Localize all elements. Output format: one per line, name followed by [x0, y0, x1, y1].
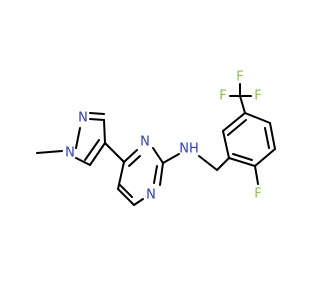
bond-methyl — [36, 150, 63, 154]
bond-pyrimidine-c2-n1-double — [153, 165, 158, 184]
bond-pyrimidine-n1-c6 — [133, 198, 144, 206]
bond-pyrimidine-c5-c4 — [117, 161, 125, 190]
bond-pyrimidine-c6-c5 — [117, 188, 135, 206]
bond-benzene-3-4 — [244, 112, 271, 124]
atom-n-pyrimidine-1: N — [146, 188, 156, 203]
atom-f-cf3-left: F — [219, 89, 226, 104]
bond-pyrazole-c4-c5-double — [84, 139, 100, 161]
bond-pyrazole-pyrimidine — [104, 142, 125, 163]
bond-pyrimidine-c4-n3-double — [128, 155, 141, 167]
bond-aryl-cf3 — [239, 95, 246, 114]
bond-pyrimidine-c4-n3 — [123, 149, 138, 163]
bond-pyrazole-c3-c4 — [103, 119, 106, 144]
bond-pyrazole-n2-c3 — [89, 118, 105, 121]
bonds — [36, 83, 276, 206]
bond-pyrazole-n1-n2 — [75, 127, 81, 149]
bond-pyrimidine-c6-c5-double — [119, 184, 133, 198]
bond-benzene-4-5 — [269, 122, 276, 150]
bond-pyrazole-n2-c3-double — [89, 112, 105, 115]
atom-f-cf3-top: F — [236, 70, 243, 85]
bond-benzene-1-2 — [222, 130, 230, 159]
bond-benzene-5-6 — [254, 148, 276, 167]
molecule-structure-diagram: N N N N NH F F F F — [36, 70, 276, 206]
bond-benzene-2-3-double — [227, 119, 247, 136]
bond-nh-ch2 — [198, 155, 218, 171]
bond-pyrazole-c4-c5 — [89, 142, 106, 166]
atom-n-pyrazole: N — [78, 111, 88, 126]
bond-pyrazole-c5-n1 — [75, 157, 91, 166]
atom-n-methyl: N — [65, 146, 75, 161]
atom-n-pyrimidine-3: N — [140, 135, 150, 150]
bond-benzene-4-5-double — [264, 127, 270, 149]
bond-aryl-fluorine — [254, 165, 259, 185]
atom-nh-amine: NH — [179, 142, 199, 157]
atom-f-aryl: F — [254, 187, 261, 202]
bond-ch2-aryl — [216, 157, 230, 171]
atom-f-cf3-right: F — [254, 89, 261, 104]
bond-benzene-2-3 — [222, 112, 246, 132]
bond-c2-nh — [162, 153, 180, 164]
bond-pyrimidine-c2-n1 — [159, 162, 164, 186]
atom-labels: N N N N NH F F F F — [65, 70, 262, 203]
bond-benzene-6-1 — [228, 157, 256, 167]
bond-benzene-6-1-double — [232, 153, 253, 161]
bond-pyrimidine-n3-c2 — [152, 147, 164, 164]
